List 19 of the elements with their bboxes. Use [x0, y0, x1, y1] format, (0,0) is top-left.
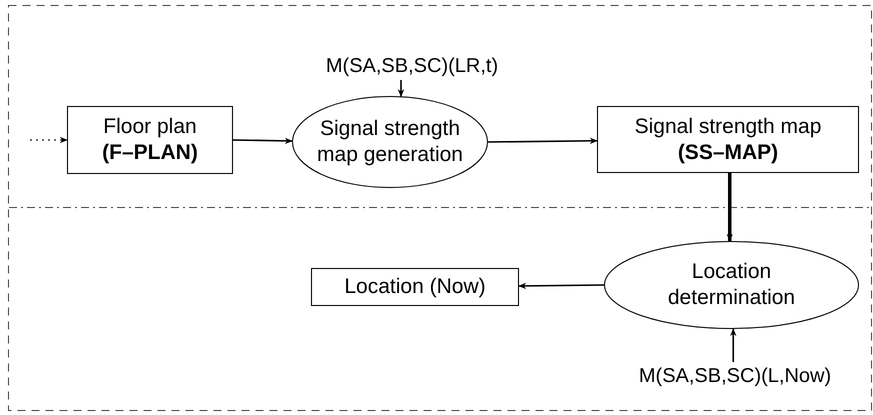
arrow: [726, 173, 733, 242]
arrow: [232, 138, 293, 144]
process-box: [597, 106, 859, 173]
input-label: M(SA,SB,SC)(L,Now): [612, 362, 858, 390]
arrow: [398, 80, 404, 98]
process-box: [67, 106, 233, 174]
dotted-arrow: [30, 136, 68, 144]
arrow: [518, 282, 604, 290]
node-title: Signal strength map generation: [316, 116, 464, 168]
input-label: M(SA,SB,SC)(LR,t): [320, 52, 504, 80]
node-title: Floor plan: [102, 114, 198, 140]
arrow: [488, 138, 598, 144]
process-box: [311, 268, 519, 306]
arrow: [730, 328, 736, 362]
node-title: Signal strength map: [634, 114, 822, 140]
node-code: (SS–MAP): [676, 140, 780, 166]
node-title: Location determination: [666, 259, 796, 311]
node-title: Location (Now): [343, 274, 487, 300]
node-code: (F–PLAN): [101, 140, 199, 166]
